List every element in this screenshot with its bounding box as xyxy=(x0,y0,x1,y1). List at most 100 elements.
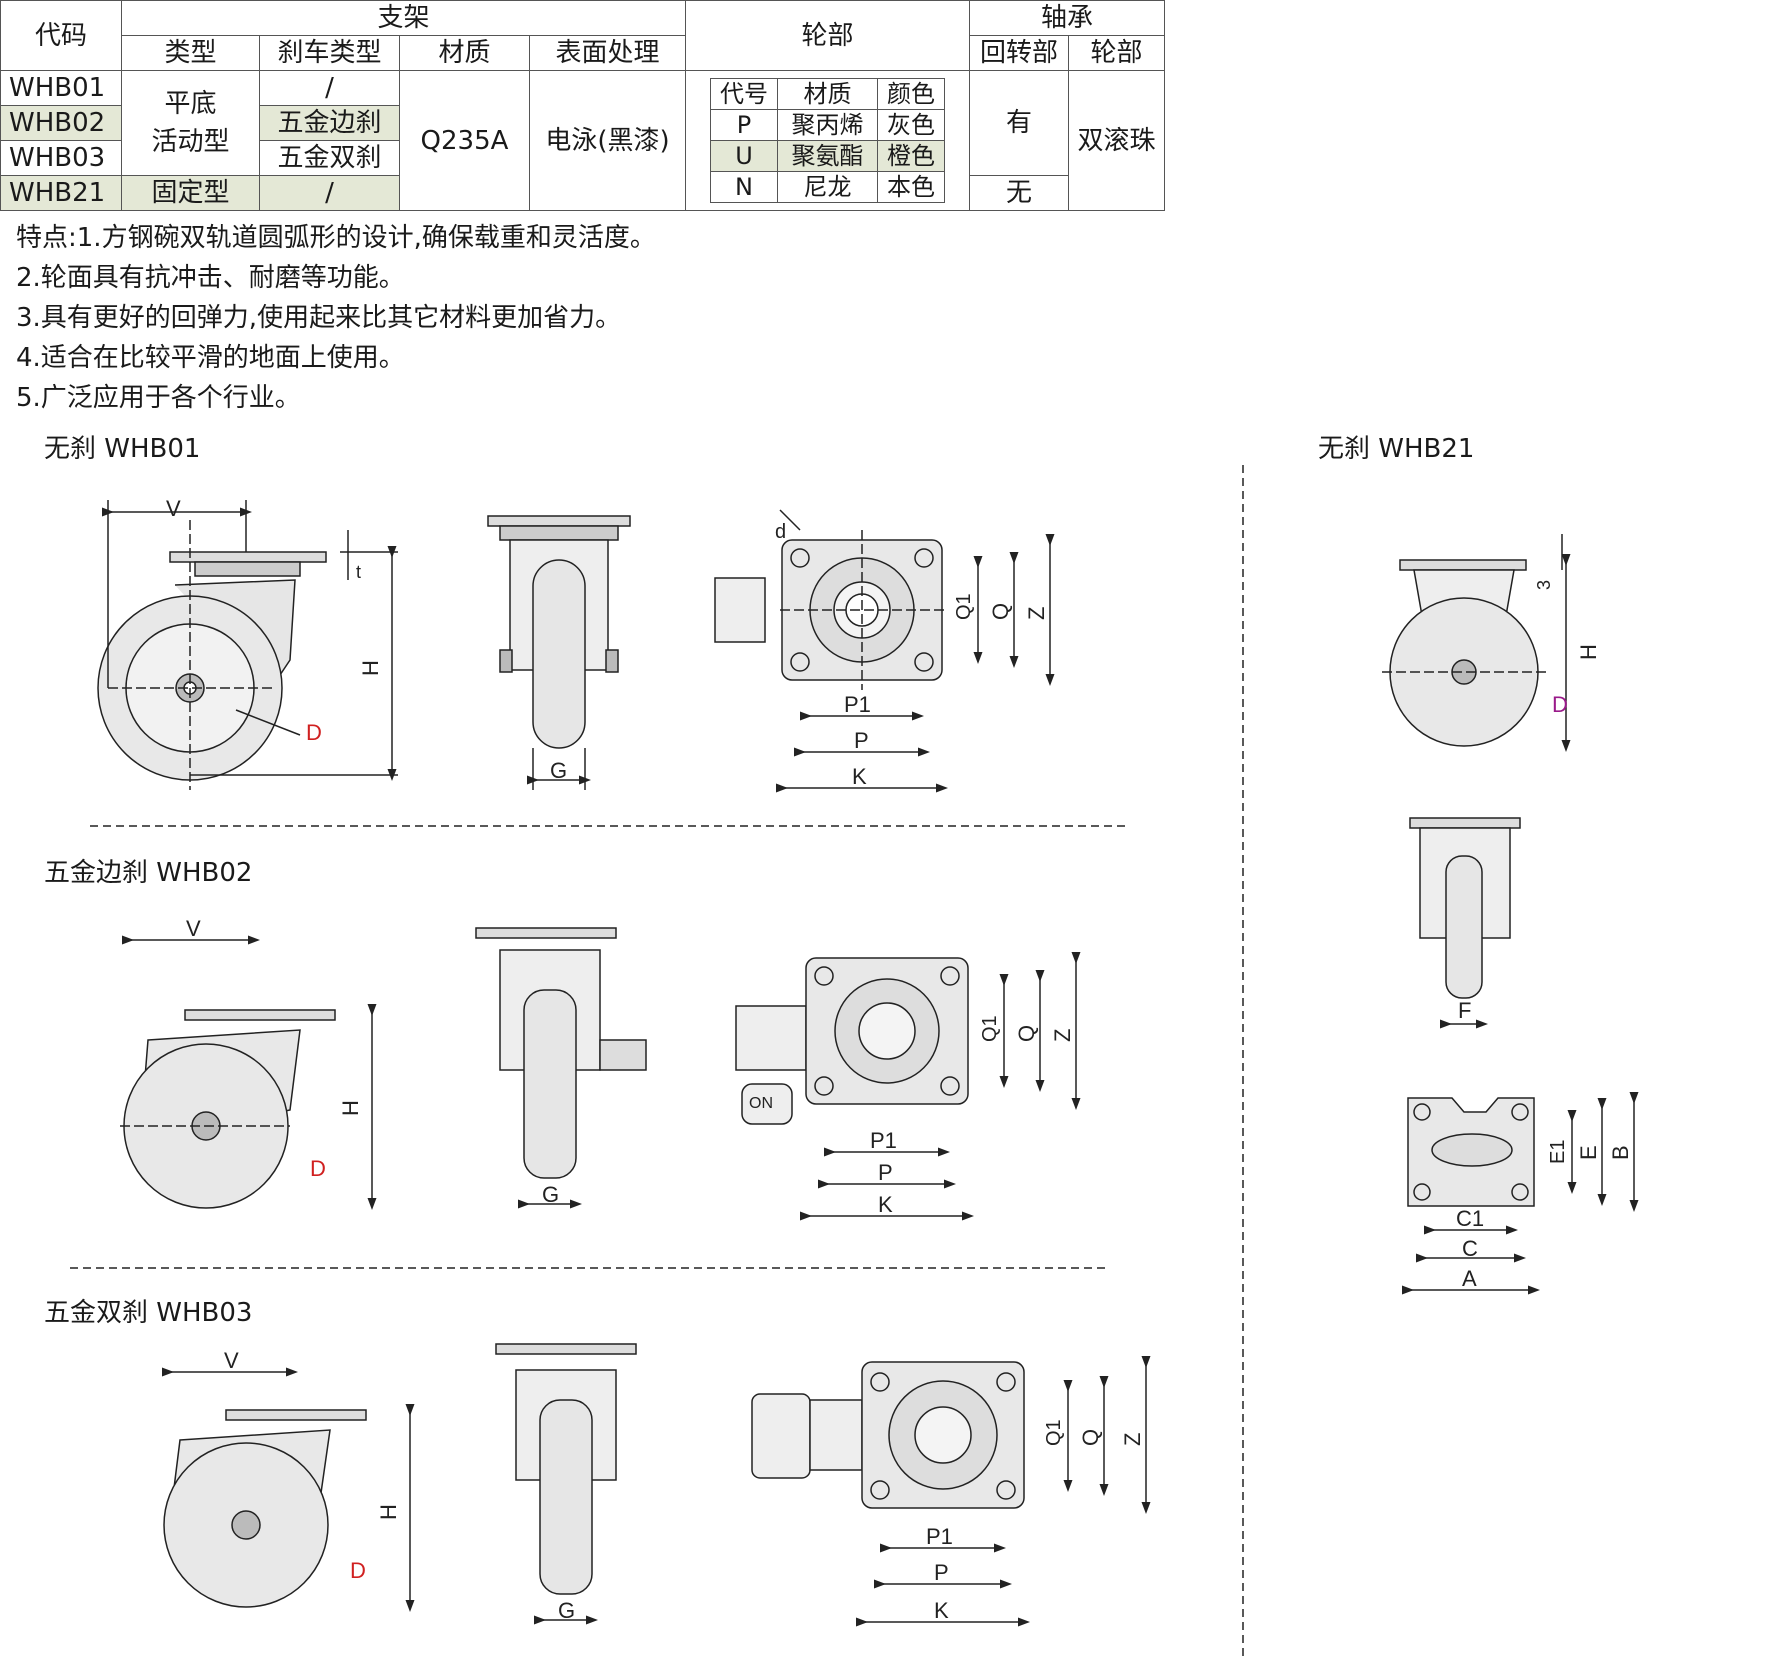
dim-g-label: G xyxy=(542,1182,559,1207)
dim-a-label: A xyxy=(1462,1266,1477,1291)
dim-b-label: B xyxy=(1608,1145,1633,1160)
type-fixed-cell: 固定型 xyxy=(121,175,260,211)
dim-k-label: K xyxy=(934,1598,949,1623)
dim-v-label: V xyxy=(186,916,201,941)
header-code: 代码 xyxy=(0,0,122,71)
whb01-top-view xyxy=(714,509,1055,793)
dim-q-label: Q xyxy=(1078,1429,1103,1446)
bearing-swivel-no: 无 xyxy=(969,175,1069,211)
brake-cell: 五金双刹 xyxy=(259,140,400,176)
dim-f-label: F xyxy=(1458,998,1471,1023)
dim-g-label: G xyxy=(558,1598,575,1623)
feature-item: 4.适合在比较平滑的地面上使用。 xyxy=(16,343,405,373)
bearing-swivel-yes: 有 xyxy=(969,70,1069,176)
dim-z-label: Z xyxy=(1050,1029,1075,1042)
whb03-side-view xyxy=(162,1367,415,1612)
dim-h-label: H xyxy=(376,1504,401,1520)
dim-z-label: Z xyxy=(1120,1433,1145,1446)
dim-q-label: Q xyxy=(1014,1025,1039,1042)
brake-cell: 五金边刹 xyxy=(259,105,400,141)
feature-item: 3.具有更好的回弹力,使用起来比其它材料更加省力。 xyxy=(16,303,622,333)
dim-k-label: K xyxy=(878,1192,893,1217)
dim-p1-label: P1 xyxy=(844,692,871,717)
header-wheel-part: 轮部 xyxy=(1068,35,1165,71)
header-brake-type: 刹车类型 xyxy=(259,35,400,71)
dim-q-label: Q xyxy=(988,603,1013,620)
dim-q1-label: Q1 xyxy=(979,1015,1001,1042)
code-cell: WHB02 xyxy=(0,105,122,141)
header-swivel: 回转部 xyxy=(969,35,1069,71)
whb02-front-view xyxy=(475,927,647,1209)
dim-3-label: 3 xyxy=(1534,580,1554,590)
header-wheel: 轮部 xyxy=(685,0,970,71)
spec-table: 代码 支架 轮部 轴承 类型 刹车类型 材质 表面处理 回转部 轮部 WHB01… xyxy=(0,0,1165,211)
dim-d-small-label: d xyxy=(775,521,786,543)
wheel-cell: 本色 xyxy=(876,171,946,203)
wheel-cell: P xyxy=(709,109,779,141)
dim-t-label: t xyxy=(356,562,361,582)
whb03-top-view xyxy=(751,1356,1151,1627)
wheel-cell: U xyxy=(709,140,779,172)
whb01-title: 无刹 WHB01 xyxy=(44,434,201,464)
dim-d-label: D xyxy=(306,720,322,745)
whb02-title: 五金边刹 WHB02 xyxy=(44,858,253,888)
dim-p1-label: P1 xyxy=(926,1524,953,1549)
dim-g-label: G xyxy=(550,758,567,783)
whb21-title: 无刹 WHB21 xyxy=(1318,434,1475,464)
type-swivel-line2: 活动型 xyxy=(151,127,230,157)
whb03-front-view xyxy=(495,1343,637,1625)
dim-h-label: H xyxy=(338,1100,363,1116)
header-surface: 表面处理 xyxy=(529,35,686,71)
wheel-subtable: 代号 材质 颜色 P 聚丙烯 灰色 U 聚氨酯 橙色 N 尼龙 本色 xyxy=(709,78,946,203)
dim-p1-label: P1 xyxy=(870,1128,897,1153)
header-bracket: 支架 xyxy=(121,0,686,36)
surface-cell: 电泳(黑漆) xyxy=(529,70,686,211)
brake-cell: / xyxy=(259,175,400,211)
whb03-title: 五金双刹 WHB03 xyxy=(44,1298,253,1328)
wheel-header-code: 代号 xyxy=(709,78,779,110)
whb21-side-view xyxy=(1382,534,1571,752)
wheel-cell: 灰色 xyxy=(876,109,946,141)
dim-d-label: D xyxy=(1552,692,1568,717)
code-cell: WHB01 xyxy=(0,70,122,106)
dim-d-label: D xyxy=(350,1558,366,1583)
feature-item: 5.广泛应用于各个行业。 xyxy=(16,383,301,413)
dim-z-label: Z xyxy=(1024,607,1049,620)
wheel-cell: N xyxy=(709,171,779,203)
dim-d-label: D xyxy=(310,1156,326,1181)
whb02-top-view xyxy=(735,952,1081,1221)
whb21-top-view xyxy=(1402,1092,1639,1295)
code-cell: WHB21 xyxy=(0,175,122,211)
whb01-side-view xyxy=(97,500,398,790)
dim-c-label: C xyxy=(1462,1236,1478,1261)
bearing-wheel-cell: 双滚珠 xyxy=(1068,70,1165,211)
feature-item: 2.轮面具有抗冲击、耐磨等功能。 xyxy=(16,263,405,293)
wheel-cell: 橙色 xyxy=(876,140,946,172)
whb21-front-view xyxy=(1409,817,1521,1029)
whb02-side-view xyxy=(120,935,377,1210)
dim-h-label: H xyxy=(1576,644,1601,660)
type-swivel-line1: 平底 xyxy=(164,89,217,119)
whb01-front-view xyxy=(487,515,631,790)
material-cell: Q235A xyxy=(399,70,530,211)
feature-list: 特点:1.方钢碗双轨道圆弧形的设计,确保载重和灵活度。 2.轮面具有抗冲击、耐磨… xyxy=(16,218,656,418)
feature-item: 特点:1.方钢碗双轨道圆弧形的设计,确保载重和灵活度。 xyxy=(16,223,656,253)
dim-h-label: H xyxy=(358,660,383,676)
dim-k-label: K xyxy=(852,764,867,789)
type-swivel-cell: 平底 活动型 xyxy=(121,70,260,176)
wheel-header-material: 材质 xyxy=(777,78,878,110)
dim-p-label: P xyxy=(854,728,869,753)
wheel-cell: 聚氨酯 xyxy=(777,140,878,172)
wheel-cell: 尼龙 xyxy=(777,171,878,203)
dim-e-label: E xyxy=(1576,1145,1601,1160)
wheel-header-color: 颜色 xyxy=(876,78,946,110)
dim-q1-label: Q1 xyxy=(953,593,975,620)
dim-c1-label: C1 xyxy=(1456,1206,1484,1231)
dim-q1-label: Q1 xyxy=(1043,1419,1065,1446)
dim-p-label: P xyxy=(878,1160,893,1185)
wheel-subtable-cell: 代号 材质 颜色 P 聚丙烯 灰色 U 聚氨酯 橙色 N 尼龙 本色 xyxy=(685,70,970,211)
dim-v-label: V xyxy=(224,1348,239,1373)
on-label: ON xyxy=(749,1095,773,1112)
dim-e1-label: E1 xyxy=(1547,1140,1569,1164)
